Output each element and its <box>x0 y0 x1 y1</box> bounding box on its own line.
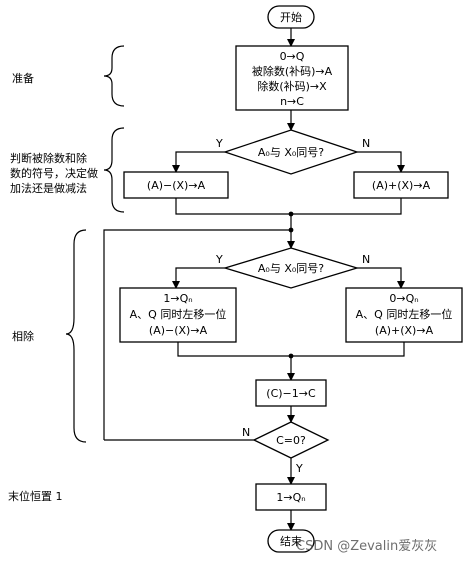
left-line2: A、Q 同时左移一位 <box>130 307 227 321</box>
decision2-no-label: N <box>362 253 370 266</box>
left-loop-box <box>119 287 237 343</box>
junction-dot <box>288 227 294 233</box>
init-line1: 0→Q <box>280 50 305 63</box>
annotation-judge-line3: 加法还是做减法 <box>10 181 87 195</box>
annotation-last-bit: 末位恒置 1 <box>8 489 63 503</box>
loop-back-line <box>103 229 291 440</box>
right-line3: (A)+(X)→A <box>375 324 434 337</box>
decision1-no-label: N <box>362 137 370 150</box>
init-line4: n→C <box>280 95 304 108</box>
decrement-label: (C)−1→C <box>266 387 316 400</box>
annotation-judge-line2: 数的符号，决定做 <box>10 166 98 180</box>
annotation-judge-line1: 判断被除数和除 <box>10 151 87 165</box>
decision3-yes-label: Y <box>295 462 303 475</box>
subtract1-label: (A)−(X)→A <box>147 179 206 192</box>
flow-arrow <box>357 151 405 173</box>
start-label: 开始 <box>280 10 302 24</box>
flow-arrow <box>357 267 405 289</box>
brace-prepare <box>103 45 125 107</box>
flow-arrow <box>172 267 225 289</box>
annotation-prepare: 准备 <box>12 71 34 85</box>
right-loop-box <box>345 287 463 343</box>
set-last-label: 1→Qₙ <box>276 491 305 504</box>
brace-judge <box>103 127 125 213</box>
right-line1: 0→Qₙ <box>389 292 418 305</box>
init-line2: 被除数(补码)→A <box>252 64 333 78</box>
watermark: CSDN @Zevalin爱灰灰 <box>296 539 437 554</box>
left-line1: 1→Qₙ <box>163 292 192 305</box>
init-box <box>235 45 349 111</box>
brace-divide <box>65 229 87 443</box>
decision1-label: A₀与 X₀同号? <box>258 146 324 159</box>
decision2-label: A₀与 X₀同号? <box>258 262 324 275</box>
decrement-box <box>255 379 327 407</box>
subtract1-box <box>123 171 229 199</box>
annotation-divide: 相除 <box>12 329 34 343</box>
decision1-diamond <box>222 129 360 175</box>
decision1-yes-label: Y <box>215 137 223 150</box>
flow-arrow <box>172 151 225 173</box>
add1-box <box>353 171 449 199</box>
add1-label: (A)+(X)→A <box>372 179 431 192</box>
decision2-diamond <box>222 247 360 289</box>
end-terminal <box>267 529 315 553</box>
decision2-yes-label: Y <box>215 253 223 266</box>
decision3-label: C=0? <box>276 434 306 447</box>
init-line3: 除数(补码)→X <box>257 79 327 93</box>
right-line2: A、Q 同时左移一位 <box>356 307 453 321</box>
merge-line <box>175 198 402 215</box>
left-line3: (A)−(X)→A <box>149 324 208 337</box>
decision3-no-label: N <box>242 426 250 439</box>
end-label: 结束 <box>280 535 302 548</box>
